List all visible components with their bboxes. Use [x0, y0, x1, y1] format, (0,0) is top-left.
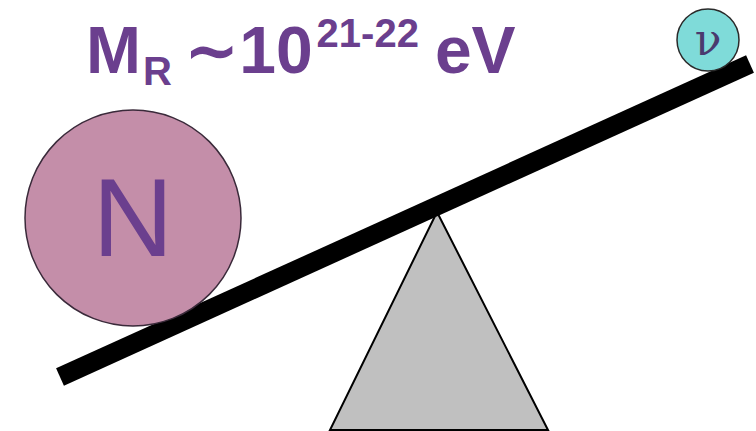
circle-shape [25, 110, 241, 326]
subscript: R [143, 49, 172, 93]
node-label: N [93, 162, 174, 274]
superscript: 21-22 [317, 11, 419, 55]
unit: eV [435, 14, 516, 87]
circle-shape [677, 9, 739, 71]
light-neutrino-circle: ν [675, 7, 741, 73]
mass-label: MR∼1021-22eV [86, 14, 516, 87]
heavy-neutrino-circle: N [23, 108, 243, 328]
seesaw-beam [60, 64, 750, 377]
order-value: ∼10 [184, 14, 313, 87]
mass-symbol: M [86, 14, 141, 87]
node-label: ν [695, 18, 722, 62]
